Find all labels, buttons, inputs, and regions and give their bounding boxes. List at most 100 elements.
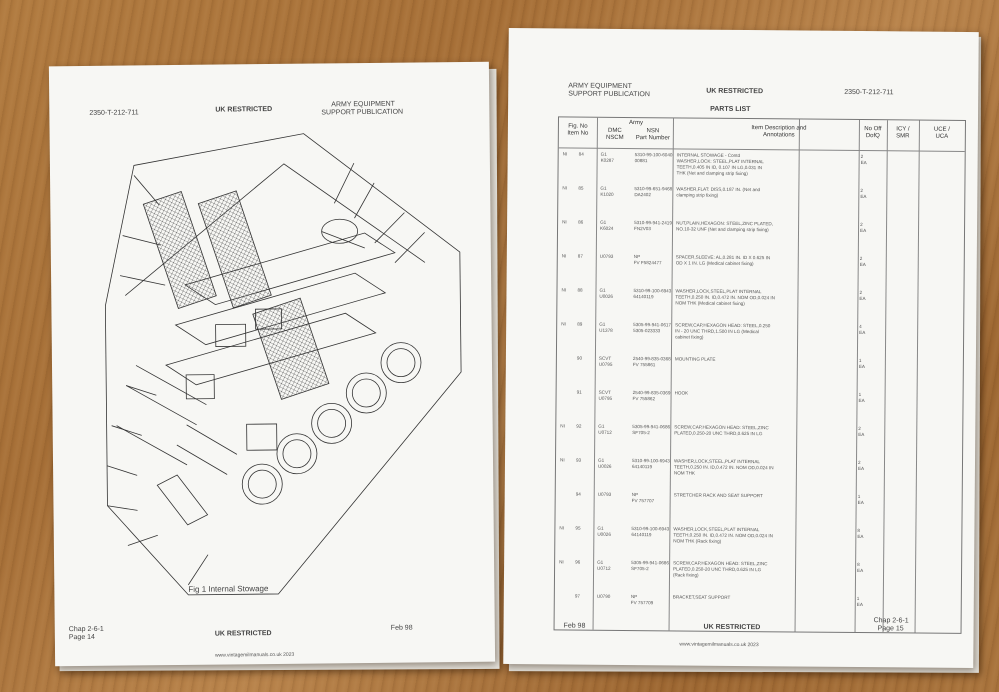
parts-cell-dmc: G1 K0287 — [600, 151, 614, 163]
parts-cell-nsn: NP FV 757707 — [631, 492, 655, 504]
parts-cell-fig: NI — [562, 219, 567, 225]
header-nsn: NSN Part Number — [635, 128, 670, 142]
parts-cell-item: 84 — [578, 151, 584, 157]
parts-cell-item: 96 — [575, 559, 581, 565]
header-fig-item: Fig. No Item No — [567, 123, 589, 137]
parts-cell-item: 90 — [576, 355, 583, 361]
parts-cell-dmc: SCVT U0795 — [598, 355, 613, 367]
parts-cell-dmc: U0793 — [599, 253, 614, 259]
parts-cell-dmc: G1 U0026 — [599, 287, 614, 299]
parts-cell-fig: NI — [561, 321, 566, 327]
parts-cell-fig: NI — [559, 559, 564, 565]
parts-cell-fig: NI — [560, 423, 565, 429]
header-no-off: No Off DofQ — [864, 126, 882, 140]
parts-cell-qty: 2 EA — [859, 290, 866, 302]
left-page-number: Page 14 — [68, 633, 95, 642]
parts-cell-dmc: G1 U0712 — [598, 423, 612, 435]
parts-cell-dmc: G1 U0026 — [597, 525, 611, 537]
parts-cell-desc: SCREW,CAP,HEXAGON HEAD: STEEL,ZINC PLATE… — [672, 560, 768, 578]
parts-cell-dmc: U0793 — [597, 491, 612, 497]
parts-cell-nsn: 5305-99-941-0686 SF705-2 — [631, 560, 669, 572]
left-website: www.vintagemilmanuals.co.uk 2023 — [215, 651, 295, 659]
parts-cell-fig: NI — [561, 287, 567, 293]
parts-cell-desc: NUT,PLAIN,HEXAGON: STEEL,ZINC PLATED, NO… — [676, 220, 774, 233]
parts-cell-item: 87 — [577, 253, 583, 259]
parts-cell-item: 88 — [577, 287, 583, 293]
parts-cell-nsn: 5310-99-651-9468 DA2402 — [634, 186, 673, 198]
header-army: Army — [628, 120, 643, 127]
header-description: Item Description and Annotations — [751, 125, 807, 139]
parts-cell-fig: NI — [559, 525, 565, 531]
parts-cell-fig: NI — [562, 185, 568, 191]
right-restricted-bottom: UK RESTRICTED — [703, 623, 761, 632]
parts-cell-item: 94 — [575, 491, 581, 497]
parts-cell-nsn: 5310-99-941-2419 FN2V03 — [634, 220, 672, 232]
parts-cell-desc: WASHER,LOCK,STEEL,PLAT INTERNAL TEETH,0.… — [673, 526, 773, 544]
right-publisher-line1: ARMY EQUIPMENT — [568, 82, 632, 91]
parts-cell-qty: 2 EA — [859, 256, 866, 268]
parts-cell-desc: WASHER,FLAT: DISS,0.187 IN. (Net and cla… — [676, 186, 761, 198]
header-uce: UCE / UCA — [933, 126, 950, 140]
left-chap: Chap 2-6-1 — [68, 625, 104, 634]
parts-cell-qty: 1 EA — [857, 494, 864, 506]
parts-cell-qty: 2 EA — [860, 154, 867, 166]
parts-cell-fig: NI — [561, 253, 567, 259]
parts-cell-dmc: SCVT U0795 — [598, 389, 613, 401]
right-website: www.vintagemilmanuals.co.uk 2023 — [679, 641, 759, 649]
parts-cell-nsn: 5310-99-100-6943 64140119 — [633, 288, 672, 300]
parts-cell-nsn: 5310-99-100-6040 00881 — [634, 152, 673, 164]
right-page-number: Page 15 — [877, 625, 904, 633]
parts-list-table: Fig. No Item No Army DMC NSCM NSN Part N… — [553, 116, 966, 634]
parts-cell-dmc: G1 K1020 — [600, 185, 614, 197]
parts-cell-nsn: 2540-99-835-0369 FV 755862 — [632, 390, 671, 402]
parts-cell-item: 91 — [576, 389, 582, 395]
right-chap: Chap 2-6-1 — [873, 617, 909, 625]
parts-cell-desc: SPACER,SLEEVE: AL,0.281 IN. ID X 0.625 I… — [675, 254, 771, 267]
parts-cell-dmc: G1 U0026 — [597, 457, 612, 469]
right-page: ARMY EQUIPMENT SUPPORT PUBLICATION UK RE… — [503, 27, 979, 669]
parts-cell-qty: 4 EA — [859, 324, 866, 336]
parts-cell-desc: SCREW,CAP,HEXAGON HEAD: STEEL,0.250 IN -… — [675, 322, 771, 340]
parts-cell-desc: MOUNTING PLATE — [674, 356, 716, 362]
parts-cell-desc: HOOK — [674, 390, 689, 396]
parts-cell-item: 92 — [576, 423, 582, 429]
right-restricted-top: UK RESTRICTED — [706, 87, 764, 96]
parts-cell-nsn: 5310-99-100-6943 64140119 — [631, 526, 670, 538]
parts-list-title: PARTS LIST — [710, 105, 751, 114]
parts-cell-item: 97 — [574, 593, 580, 599]
right-date: Feb 98 — [563, 622, 586, 630]
parts-cell-desc: WASHER,LOCK,STEEL,PLAT INTERNAL TEETH,0.… — [673, 458, 774, 476]
parts-cell-item: 85 — [578, 185, 584, 191]
parts-cell-desc: STRETCHER RACK AND SEAT SUPPORT — [673, 492, 763, 499]
parts-cell-qty: 2 EA — [858, 426, 865, 438]
parts-cell-qty: 8 EA — [857, 562, 864, 574]
parts-cell-nsn: 2540-99-835-0368 FV 755861 — [632, 356, 671, 368]
parts-cell-desc: INTERNAL STOWAGE - Contd WASHER,LOCK: ST… — [676, 152, 764, 177]
parts-row: NI 86 G1 K6024 5310-99-941-2419 FN2V03 NUT,P… — [558, 219, 964, 253]
left-publisher-line1: ARMY EQUIPMENT — [331, 100, 395, 109]
parts-cell-item: 86 — [578, 219, 584, 225]
parts-cell-desc: BRACKET,SEAT SUPPORT — [672, 594, 731, 600]
left-restricted-bottom: UK RESTRICTED — [214, 630, 272, 638]
left-figure-caption: Fig 1 Internal Stowage — [188, 584, 269, 594]
internal-stowage-drawing — [104, 133, 462, 596]
header-dmc: DMC NSCM — [605, 127, 624, 141]
parts-cell-nsn: 5305-99-941-0686 SF705-2 — [632, 424, 671, 436]
parts-cell-nsn: 5305-99-941-0617 5305-023333 — [633, 322, 672, 334]
parts-cell-item: 95 — [575, 525, 581, 531]
parts-cell-dmc: G1 K6024 — [600, 219, 614, 231]
parts-row: 94 U0793 NP FV 757707 STRETCHER RACK AND SE… — [555, 491, 961, 525]
parts-cell-nsn: NP FV 757709 — [630, 594, 654, 606]
parts-cell-dmc: U0790 — [596, 593, 611, 599]
parts-cell-qty: 2 EA — [860, 188, 867, 200]
parts-cell-qty: 8 EA — [857, 528, 864, 540]
